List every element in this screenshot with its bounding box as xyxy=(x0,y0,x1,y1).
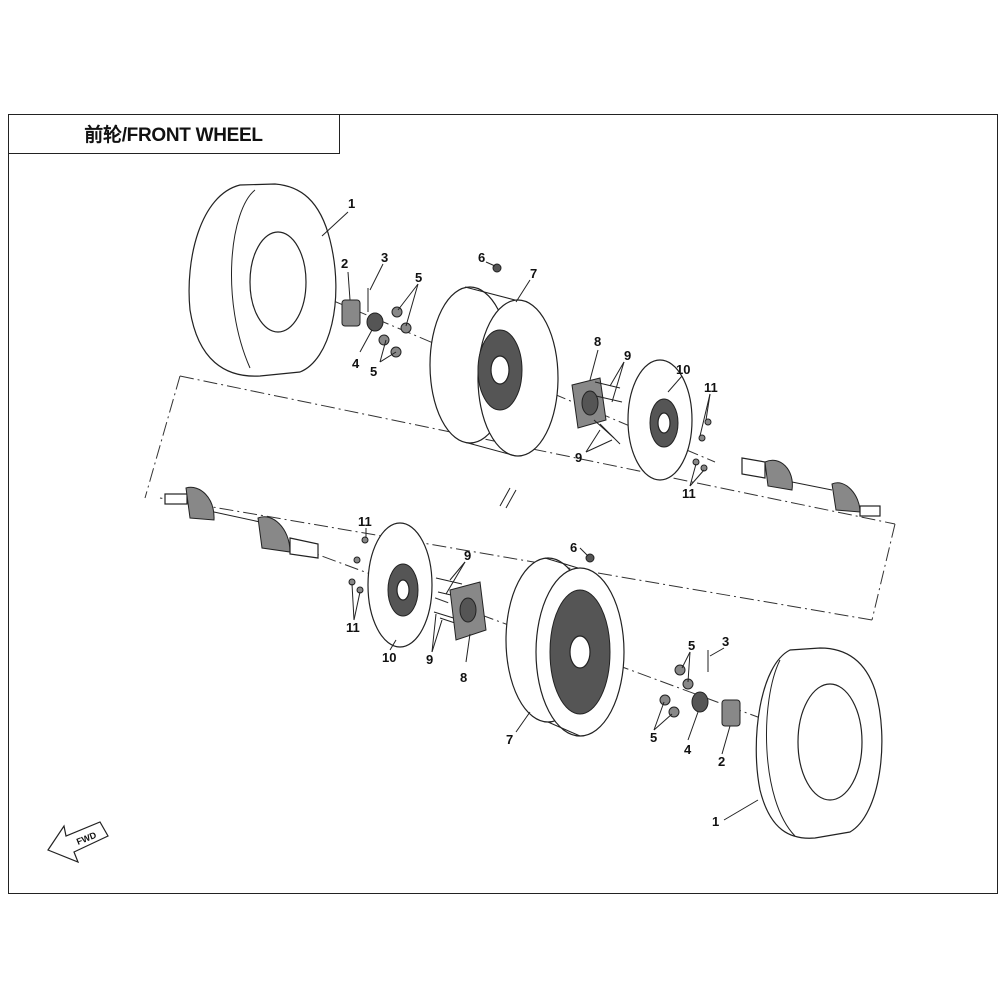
callout-bottom-stud-lower: 9 xyxy=(426,652,433,667)
top-studs xyxy=(593,381,623,445)
bottom-nut-cap xyxy=(721,699,741,727)
bottom-castle-nut xyxy=(691,691,709,713)
top-castle-nut xyxy=(366,312,384,332)
top-nut-cap xyxy=(341,299,361,327)
bottom-brake-disc xyxy=(367,522,433,648)
bottom-hub xyxy=(449,581,487,641)
bottom-rim xyxy=(505,553,625,737)
title-box: 前轮/FRONT WHEEL xyxy=(8,114,340,154)
callout-bottom-brake-disc: 10 xyxy=(382,650,396,665)
callout-top-castle-nut: 4 xyxy=(352,356,360,371)
diagram-frame xyxy=(8,114,998,894)
callout-top-cotter-pin: 3 xyxy=(381,250,388,265)
callout-bottom-cotter-pin: 3 xyxy=(722,634,729,649)
callout-top-valve: 6 xyxy=(478,250,485,265)
top-brake-disc xyxy=(627,359,693,481)
callout-bottom-washer-lower: 5 xyxy=(650,730,657,745)
callout-top-rim: 7 xyxy=(530,266,537,281)
callout-top-stud-lower: 9 xyxy=(575,450,582,465)
callout-top-tire: 1 xyxy=(348,196,355,211)
page-title: 前轮/FRONT WHEEL xyxy=(84,125,263,146)
callout-top-washer-lower: 5 xyxy=(370,364,377,379)
callout-bottom-castle-nut: 4 xyxy=(684,742,692,757)
leader-lines xyxy=(321,211,759,821)
callout-bottom-bolt-upper: 11 xyxy=(358,514,372,529)
callout-top-brake-disc: 10 xyxy=(676,362,690,377)
callout-bottom-hub: 8 xyxy=(460,670,467,685)
fwd-arrow: FWD xyxy=(47,821,109,864)
callout-top-nut-cap: 2 xyxy=(341,256,348,271)
bottom-driveshaft xyxy=(164,486,319,559)
callout-top-bolt-upper: 11 xyxy=(704,380,718,395)
callout-top-hub: 8 xyxy=(594,334,601,349)
top-tire xyxy=(188,183,337,377)
callout-bottom-nut-cap: 2 xyxy=(718,754,725,769)
callout-top-washer-upper: 5 xyxy=(415,270,422,285)
callout-bottom-bolt-lower: 11 xyxy=(346,620,360,635)
callout-bottom-washer-upper: 5 xyxy=(688,638,695,653)
top-driveshaft xyxy=(741,457,881,517)
bottom-tire xyxy=(755,647,883,839)
bottom-bolts xyxy=(348,536,369,594)
callout-top-stud-upper: 9 xyxy=(624,348,631,363)
top-rim xyxy=(429,263,559,457)
callout-bottom-rim: 7 xyxy=(506,732,513,747)
top-bolts xyxy=(692,418,712,472)
callout-labels: 1 2 3 4 5 5 6 7 8 9 9 10 11 11 11 11 10 … xyxy=(341,196,729,829)
callout-bottom-tire: 1 xyxy=(712,814,719,829)
callout-bottom-stud-upper: 9 xyxy=(464,548,471,563)
callout-bottom-valve: 6 xyxy=(570,540,577,555)
callout-top-bolt-lower: 11 xyxy=(682,486,696,501)
top-hub xyxy=(571,377,607,429)
